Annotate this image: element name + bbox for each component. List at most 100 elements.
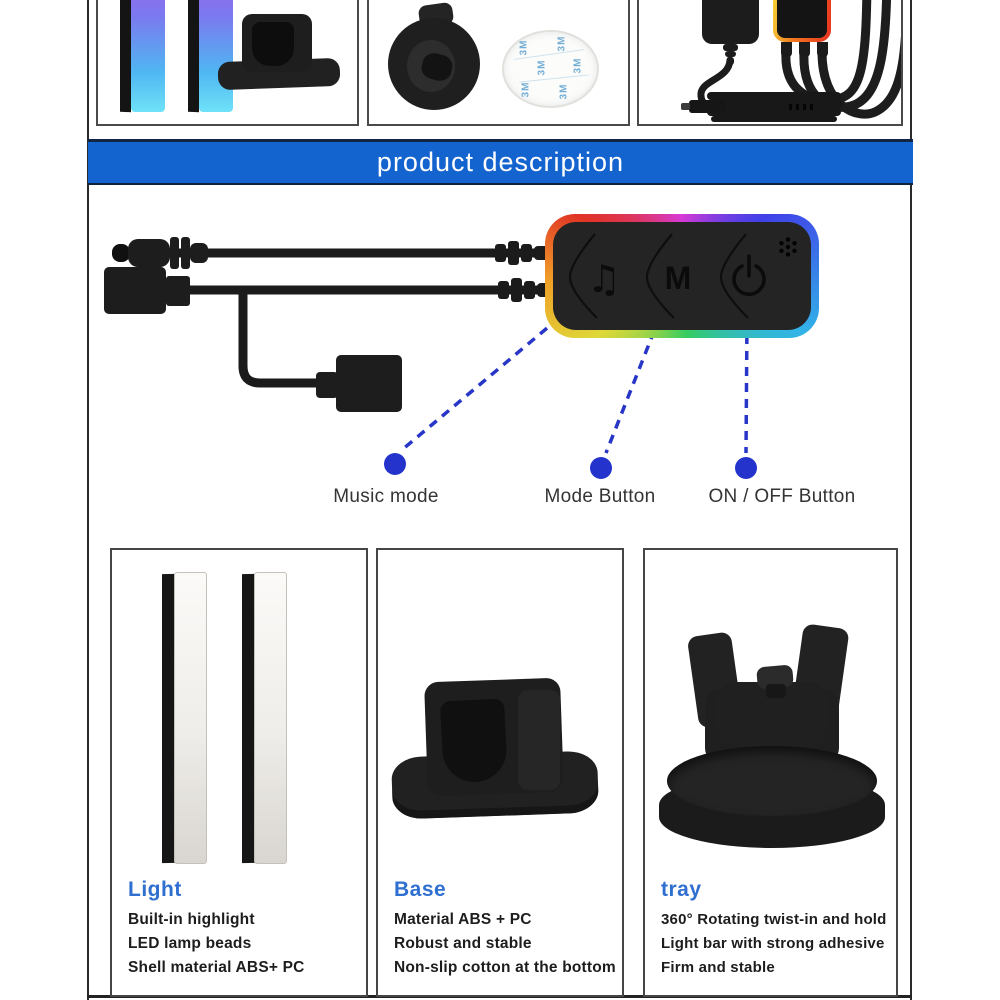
controller-face: ♫ M: [553, 222, 811, 330]
frame-right-line: [910, 0, 912, 1000]
callout-dot-power: [735, 457, 757, 479]
dc-plug: [689, 100, 725, 113]
feature-line: Robust and stable: [394, 935, 532, 952]
branch-connector: [336, 355, 402, 412]
dc-connector-body: [128, 239, 170, 267]
light-bar-product: [242, 572, 287, 864]
adhesive-brand-mark: 3M: [572, 57, 584, 74]
adapter-strain-relief: [725, 51, 736, 57]
controller-port: [781, 42, 792, 57]
strain-relief: [498, 281, 509, 299]
gallery-item-tray-and-adhesive: 3M 3M 3M 3M 3M 3M: [367, 0, 630, 126]
dc-plug-tip: [681, 103, 690, 110]
feature-line: Shell material ABS+ PC: [128, 959, 305, 976]
bar-side: [120, 0, 131, 113]
feature-box-tray: tray 360° Rotating twist-in and hold Lig…: [643, 548, 898, 997]
feature-line: Non-slip cotton at the bottom: [394, 959, 616, 976]
feature-line: Material ABS + PC: [394, 911, 532, 928]
feature-heading: Light: [128, 878, 182, 901]
coil-tick: [810, 104, 813, 110]
feature-heading: tray: [661, 878, 702, 901]
feature-line: Built-in highlight: [128, 911, 255, 928]
dc-connector-taper: [190, 243, 208, 263]
power-icon-arc: [732, 264, 766, 296]
coiled-cable: [711, 116, 837, 122]
callout-dot-mode: [590, 457, 612, 479]
callout-line-power: [744, 318, 749, 454]
coil-tick: [796, 104, 799, 110]
callout-line-music: [401, 285, 598, 451]
mode-m-icon[interactable]: M: [665, 260, 692, 296]
coiled-cable: [705, 100, 843, 108]
callout-label-music-mode: Music mode: [333, 486, 439, 507]
base-cup-opening: [252, 22, 294, 66]
light-bar-product: [162, 572, 207, 864]
power-icon[interactable]: [732, 254, 766, 296]
feature-line: Light bar with strong adhesive: [661, 935, 885, 952]
bar-connector-step: [166, 276, 190, 306]
adhesive-brand-mark: 3M: [520, 81, 532, 98]
tray-knob-stem: [766, 684, 786, 698]
bar-front: [254, 572, 287, 864]
section-banner: product description: [88, 139, 913, 185]
bar-front: [199, 0, 233, 112]
branch-cable: [238, 294, 328, 388]
coil-tick: [803, 104, 806, 110]
coil-tick: [789, 104, 792, 110]
adhesive-brand-mark: 3M: [518, 39, 530, 56]
controller-port: [817, 42, 828, 57]
power-adapter: [702, 0, 759, 44]
rgb-light-bar: [188, 0, 234, 113]
strain-relief: [524, 281, 535, 299]
adhesive-disc: 3M 3M 3M 3M 3M 3M: [502, 30, 599, 108]
callout-line-mode: [604, 300, 668, 454]
controller-buttons: ♫ M: [568, 233, 797, 319]
bar-side: [188, 0, 199, 113]
callout-dot-music: [384, 453, 406, 475]
controller-diagram: [104, 237, 757, 479]
callout-label-on-off-button: ON / OFF Button: [708, 486, 856, 507]
coiled-cable: [707, 92, 841, 100]
feature-box-base: Base Material ABS + PC Robust and stable…: [376, 548, 624, 997]
mini-controller-body: [777, 0, 827, 38]
feature-box-light: Light Built-in highlight LED lamp beads …: [110, 548, 368, 997]
mini-controller-rgb-edge: [773, 0, 831, 42]
tray-disc-top: [667, 746, 877, 816]
music-note-icon[interactable]: ♫: [587, 257, 621, 301]
gallery-item-adapter-and-controller: [637, 0, 903, 126]
feature-line: Firm and stable: [661, 959, 775, 976]
dc-connector-rib: [181, 237, 190, 269]
dc-connector-tip: [112, 244, 130, 262]
gallery-item-lightbars-and-base: [96, 0, 359, 126]
feature-line: 360° Rotating twist-in and hold: [661, 911, 887, 928]
strain-relief: [521, 244, 532, 262]
adhesive-brand-mark: 3M: [558, 83, 570, 100]
base-cup-opening: [439, 698, 509, 784]
bar-connector: [104, 267, 166, 314]
dc-connector-rib: [170, 237, 179, 269]
feature-line: LED lamp beads: [128, 935, 252, 952]
adhesive-brand-mark: 3M: [536, 59, 548, 76]
rgb-controller: ♫ M: [545, 214, 819, 338]
rgb-light-bar: [120, 0, 166, 113]
feature-heading: Base: [394, 878, 447, 901]
button-crease: [568, 233, 598, 319]
strain-relief: [511, 278, 522, 302]
branch-connector-entry: [316, 372, 338, 398]
strain-relief: [495, 244, 506, 262]
button-crease: [645, 233, 675, 319]
adapter-strain-relief: [727, 57, 734, 65]
bar-front: [174, 572, 207, 864]
frame-left-line: [87, 0, 89, 1000]
strain-relief: [508, 241, 519, 265]
adhesive-brand-mark: 3M: [556, 35, 568, 52]
mic-holes-icon: [779, 237, 797, 257]
coiled-cable: [707, 108, 841, 116]
controller-port: [799, 42, 810, 57]
button-crease: [719, 233, 749, 319]
bar-front: [131, 0, 165, 112]
controller-cable-2: [799, 0, 892, 112]
base-cup-side: [518, 690, 560, 790]
callout-label-mode-button: Mode Button: [544, 486, 656, 507]
